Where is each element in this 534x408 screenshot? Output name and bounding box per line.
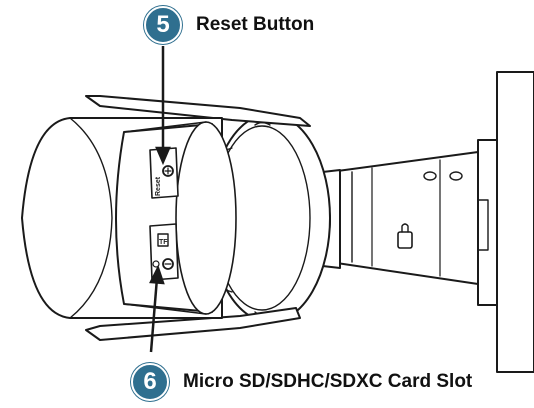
reset-marking: Reset — [155, 176, 162, 196]
sunshade — [85, 95, 311, 127]
callout-number-badge: 5 — [144, 6, 182, 44]
callout-label: Reset Button — [196, 14, 315, 35]
tf-marking: TF — [159, 239, 168, 246]
sd-card-slot — [162, 258, 174, 270]
callout-reset-button: 5 Reset Button — [144, 6, 314, 44]
sd-card-cover — [149, 223, 179, 281]
reset-button — [162, 165, 174, 177]
wall-mount-plate — [477, 71, 534, 373]
callout-number-badge: 6 — [131, 363, 169, 401]
callout-sd-card-slot: 6 Micro SD/SDHC/SDXC Card Slot — [131, 363, 472, 401]
arrow-to-sd-slot — [149, 277, 159, 353]
callout-label: Micro SD/SDHC/SDXC Card Slot — [183, 371, 473, 392]
